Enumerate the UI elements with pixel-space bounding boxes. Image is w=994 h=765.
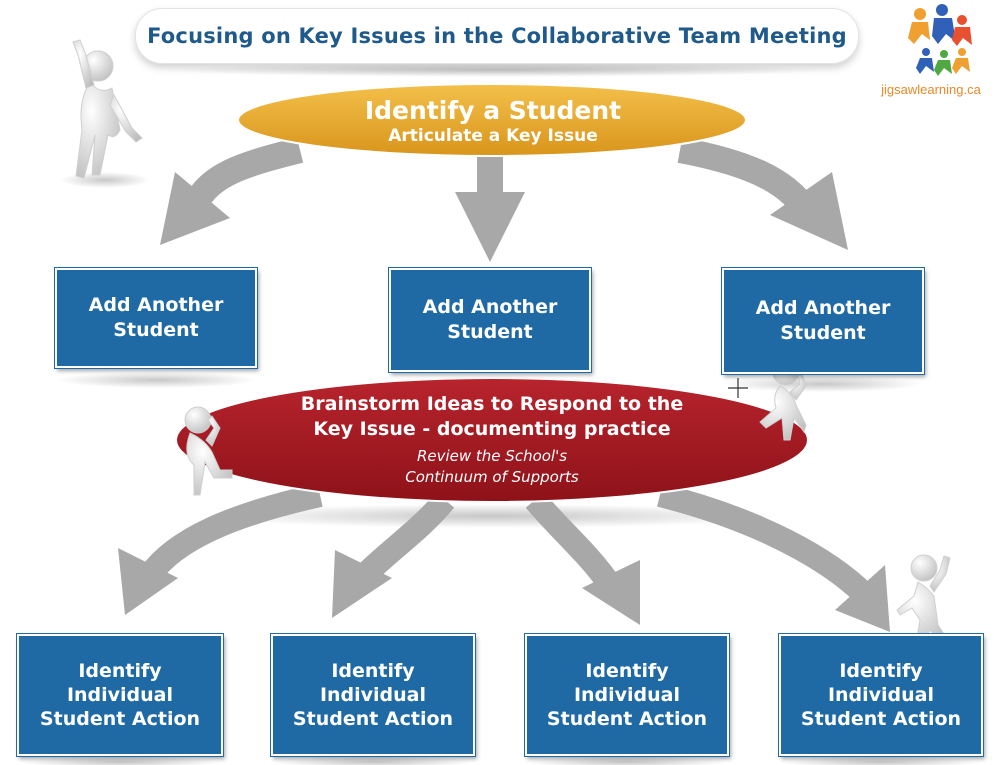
action-box-1: Identify Individual Student Action xyxy=(17,634,223,756)
action-box-line3: Student Action xyxy=(292,708,454,730)
student-box-line1: Add Another xyxy=(755,297,891,319)
thinking-figure-left-icon xyxy=(184,406,233,496)
action-box-line2: Individual xyxy=(66,684,174,706)
student-box-line2: Student xyxy=(780,322,866,344)
student-box-line1: Add Another xyxy=(88,294,224,316)
action-box-line3: Student Action xyxy=(800,708,962,730)
middle-ellipse: Brainstorm Ideas to Respond to the Key I… xyxy=(250,382,734,498)
top-ellipse-line1: Identify a Student xyxy=(364,95,622,125)
middle-ellipse-line2: Key Issue - documenting practice xyxy=(313,418,671,440)
pointing-figure-right-icon xyxy=(896,554,951,646)
bottom-arrows xyxy=(140,483,874,604)
action-box-line3: Student Action xyxy=(546,708,708,730)
crosshair-cursor-icon xyxy=(728,378,748,398)
middle-ellipse-line3: Review the School's xyxy=(416,447,568,465)
title-shadow xyxy=(167,63,827,77)
action-box-3: Identify Individual Student Action xyxy=(525,634,729,756)
middle-ellipse-line1: Brainstorm Ideas to Respond to the xyxy=(300,393,684,415)
student-box-line2: Student xyxy=(113,319,199,341)
middle-ellipse-shape xyxy=(175,377,809,503)
action-box-line1: Identify xyxy=(78,660,162,682)
jigsaw-people-logo xyxy=(908,4,972,76)
page-title: Focusing on Key Issues in the Collaborat… xyxy=(147,24,847,48)
action-box-4: Identify Individual Student Action xyxy=(779,634,983,756)
bottom-arrow-heads xyxy=(118,548,890,632)
student-box-3: Add Another Student xyxy=(722,268,924,374)
pointing-figure-icon xyxy=(60,39,150,188)
title-banner: Focusing on Key Issues in the Collaborat… xyxy=(135,8,859,64)
student-box-2: Add Another Student xyxy=(389,268,591,372)
action-box-line1: Identify xyxy=(331,660,415,682)
top-ellipse-shape xyxy=(237,83,747,157)
action-box-line2: Individual xyxy=(573,684,681,706)
action-box-line2: Individual xyxy=(319,684,427,706)
action-box-2: Identify Individual Student Action xyxy=(271,634,475,756)
action-box-line1: Identify xyxy=(839,660,923,682)
student-box-line2: Student xyxy=(447,321,533,343)
action-box-line2: Individual xyxy=(827,684,935,706)
action-box-line3: Student Action xyxy=(39,708,201,730)
top-ellipse-line2: Articulate a Key Issue xyxy=(388,125,598,146)
student-box-line1: Add Another xyxy=(422,296,558,318)
middle-ellipse-line4: Continuum of Supports xyxy=(405,468,579,486)
logo-text: jigsawlearning.ca xyxy=(881,82,981,97)
top-ellipse: Identify a Student Articulate a Key Issu… xyxy=(238,86,748,156)
student-box-1: Add Another Student xyxy=(55,268,257,368)
top-arrow-heads xyxy=(160,172,848,262)
action-box-line1: Identify xyxy=(585,660,669,682)
